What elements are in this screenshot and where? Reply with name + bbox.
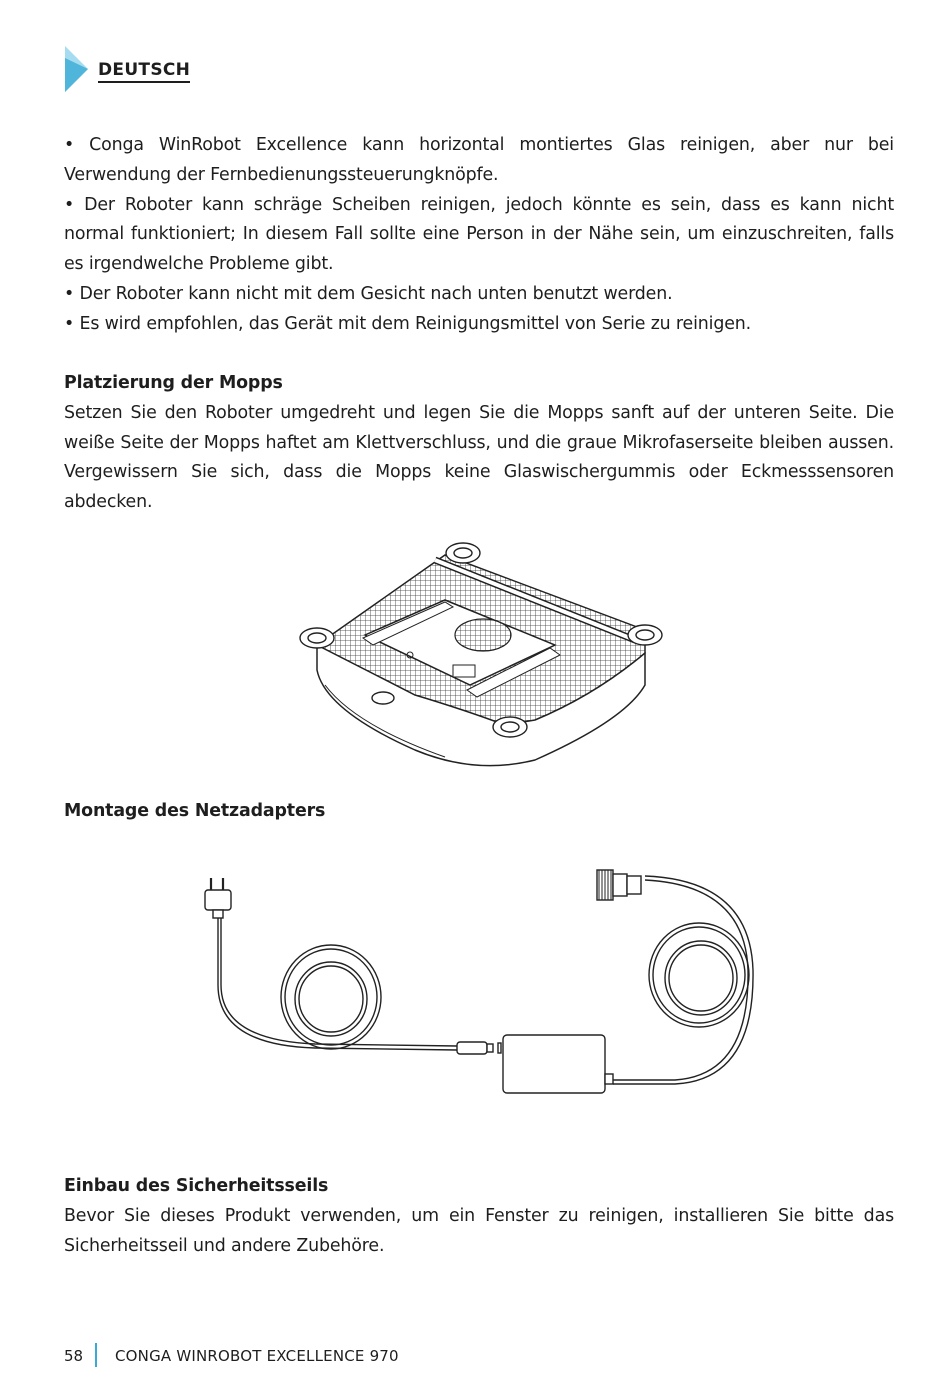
intro-bullets: • Conga WinRobot Excellence kann horizon… (64, 131, 894, 340)
bullet-1: • Conga WinRobot Excellence kann horizon… (64, 135, 894, 185)
bullet-4: • Es wird empfohlen, das Gerät mit dem R… (64, 313, 752, 334)
product-name: CONGA WINROBOT EXCELLENCE 970 (115, 1347, 399, 1365)
mops-section: Platzierung der Mopps Setzen Sie den Rob… (64, 369, 894, 518)
rope-heading: Einbau des Sicherheitsseils (64, 1176, 329, 1196)
mops-body: Setzen Sie den Roboter umgedreht und leg… (64, 402, 894, 513)
language-tab: DEUTSCH (62, 46, 212, 92)
robot-mop-illustration (299, 542, 663, 767)
rope-section: Einbau des Sicherheitsseils Bevor Sie di… (64, 1172, 894, 1261)
power-adapter-illustration (204, 869, 754, 1094)
arrow-icon (65, 46, 88, 92)
rope-body: Bevor Sie dieses Produkt verwenden, um e… (64, 1205, 894, 1256)
bullet-3: • Der Roboter kann nicht mit dem Gesicht… (64, 283, 673, 304)
adapter-section: Montage des Netzadapters (64, 797, 894, 827)
bullet-2: • Der Roboter kann schräge Scheiben rein… (64, 194, 894, 275)
page-number: 58 (64, 1347, 84, 1365)
language-label: DEUTSCH (98, 60, 191, 83)
mops-heading: Platzierung der Mopps (64, 373, 283, 393)
footer-divider (95, 1343, 97, 1367)
adapter-heading: Montage des Netzadapters (64, 801, 326, 821)
